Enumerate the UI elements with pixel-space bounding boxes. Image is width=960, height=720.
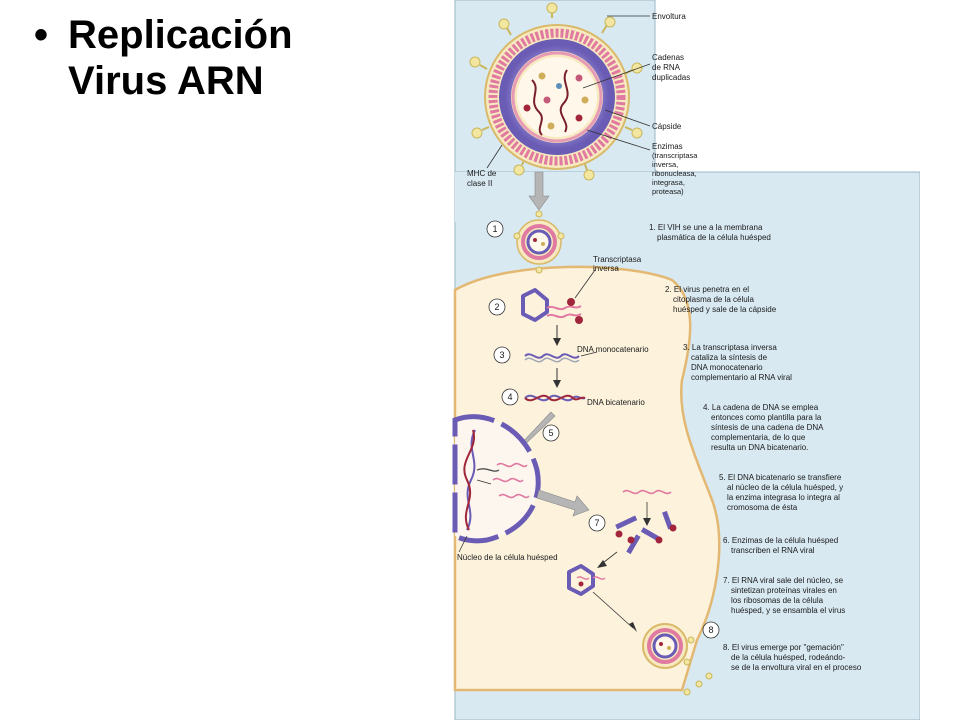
label-dna-bi: DNA bicatenario (587, 398, 645, 407)
label-cadenas-3: duplicadas (652, 73, 690, 82)
step-number-markers: 1 2 3 4 5 6 7 8 (486, 220, 720, 639)
step-7-text: 7. El RNA viral sale del núcleo, se sint… (723, 576, 845, 615)
step-5-number: 5 (548, 428, 553, 438)
label-enzimas-6: proteasa) (652, 187, 684, 196)
label-enzimas-3: inversa, (652, 160, 678, 169)
arrow-rna-export (536, 489, 590, 517)
label-cadenas-2: de RNA (652, 63, 681, 72)
title-line-1: • Replicación (34, 12, 394, 58)
label-enzimas-1: Enzimas (652, 142, 683, 151)
viral-proteins (615, 510, 677, 555)
step-4-number: 4 (507, 392, 512, 402)
step-2-text: 2. El virus penetra en el citoplasma de … (665, 285, 777, 314)
label-capside: Cápside (652, 122, 682, 131)
step-3-text: 3. La transcriptasa inversa cataliza la … (683, 343, 792, 382)
step-descriptions: 1. El VIH se une a la membrana plasmátic… (649, 223, 862, 672)
title-text-1: Replicación (68, 13, 293, 57)
viral-rna-strands (531, 69, 569, 136)
figure-svg: Envoltura Cadenas de RNA duplicadas Cáps… (452, 0, 920, 720)
title-text-2: Virus ARN (68, 59, 264, 103)
step-7-number: 7 (594, 518, 599, 528)
label-cadenas-1: Cadenas (652, 53, 684, 62)
step-1-number: 1 (492, 224, 497, 234)
step-2-number: 2 (494, 302, 499, 312)
step-4-text: 4. La cadena de DNA se emplea entonces c… (703, 403, 825, 452)
virion-leader-lines (486, 15, 651, 169)
bullet: • (34, 13, 49, 57)
label-enzimas-5: integrasa, (652, 178, 685, 187)
step-8-text: 8. El virus emerge por "gemación" de la … (723, 643, 862, 672)
matrix-layer (488, 28, 626, 166)
step4-dsdna (524, 394, 586, 402)
label-mhc-1: MHC de (467, 169, 497, 178)
label-dna-mono: DNA monocatenario (577, 345, 649, 354)
budding-virus (642, 623, 695, 669)
step-3-number: 3 (499, 350, 504, 360)
label-nucleo: Núcleo de la célula huésped (457, 553, 558, 562)
viral-enzymes (523, 72, 589, 130)
virion (469, 2, 643, 181)
label-mhc-2: clase II (467, 179, 492, 188)
step-8-number: 8 (708, 625, 713, 635)
host-chromosome (463, 429, 500, 531)
label-enzimas-4: ribonucleasa, (652, 169, 697, 178)
nuclear-rna (492, 462, 530, 499)
arrow-virion-to-cell (528, 171, 550, 211)
membrane-glycoproteins (683, 672, 713, 696)
label-transcriptasa-2: inversa (593, 264, 619, 273)
label-transcriptasa-1: Transcriptasa (593, 255, 642, 264)
exported-rna (622, 489, 672, 495)
title-line-2: Virus ARN (34, 58, 394, 104)
capsid-ring (499, 39, 615, 155)
hiv-replication-figure: Envoltura Cadenas de RNA duplicadas Cáps… (447, 0, 920, 720)
step3-ssdna (524, 353, 580, 359)
envelope-spikes (469, 2, 643, 181)
step-6-text: 6. Enzimas de la célula huésped transcri… (723, 536, 840, 555)
step1-virus (513, 210, 565, 274)
step2-uncoating (521, 288, 583, 324)
assembling-virus (567, 564, 606, 596)
label-enzimas-2: (transcriptasa (652, 151, 698, 160)
label-envoltura: Envoltura (652, 12, 686, 21)
slide-title: • Replicación Virus ARN (34, 12, 394, 104)
step-5-text: 5. El DNA bicatenario se transfiere al n… (719, 473, 845, 512)
host-cell (453, 265, 721, 692)
step-1-text: 1. El VIH se une a la membrana plasmátic… (649, 223, 771, 242)
